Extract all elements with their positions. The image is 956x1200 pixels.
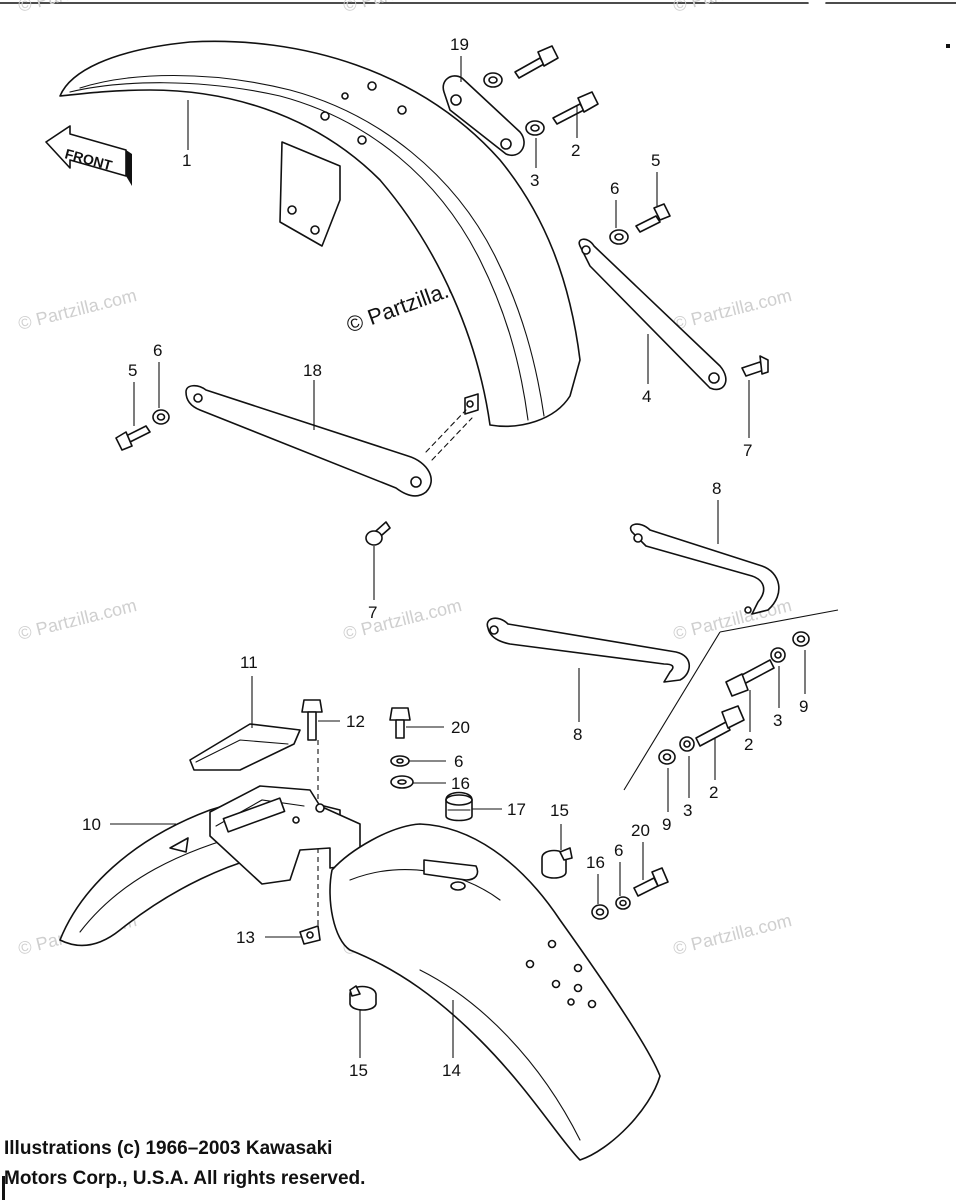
leader-lines: [110, 56, 806, 1058]
hardware-center: [389, 707, 473, 822]
pad-part-11: [189, 723, 301, 771]
watermark: © Partzilla.com: [341, 595, 464, 644]
rear-fender-front-part: [59, 785, 361, 947]
callout-7: 7: [368, 603, 377, 622]
callout-1: 1: [182, 151, 191, 170]
stay-part-8-upper: [629, 523, 780, 615]
watermark: © Partzilla.com: [16, 595, 139, 644]
callout-3: 3: [530, 171, 539, 190]
callout-8: 8: [712, 479, 721, 498]
callout-15: 15: [550, 801, 569, 820]
stay-part-18: [115, 384, 473, 546]
watermark: © Partzilla.com: [671, 285, 794, 334]
callout-4: 4: [642, 387, 651, 406]
callout-2: 2: [709, 783, 718, 802]
callout-5: 5: [128, 361, 137, 380]
callout-19: 19: [450, 35, 469, 54]
stay-part-4: [578, 238, 769, 391]
callout-10: 10: [82, 815, 101, 834]
callout-16: 16: [451, 774, 470, 793]
callout-14: 14: [442, 1061, 461, 1080]
callout-11: 11: [240, 653, 258, 672]
callout-18: 18: [303, 361, 322, 380]
top-border-lines: [0, 2, 956, 48]
callout-13: 13: [236, 928, 255, 947]
callout-2: 2: [744, 735, 753, 754]
watermark: © Partzilla.com: [16, 285, 139, 334]
front-arrow-icon: FRONT: [45, 125, 132, 186]
callout-7: 7: [743, 441, 752, 460]
callout-6: 6: [614, 841, 623, 860]
callout-3: 3: [683, 801, 692, 820]
callout-6: 6: [454, 752, 463, 771]
callout-2: 2: [571, 141, 580, 160]
callout-9: 9: [799, 697, 808, 716]
front-fender-part: [59, 40, 581, 428]
callout-20: 20: [451, 718, 470, 737]
copyright-line: Motors Corp., U.S.A. All rights reserved…: [4, 1168, 366, 1189]
callout-5: 5: [651, 151, 660, 170]
callout-6: 6: [153, 341, 162, 360]
callout-6: 6: [610, 179, 619, 198]
callout-8: 8: [573, 725, 582, 744]
callout-labels: 1 19 2 3 6 5 4 7 5 6 18 7 8 8 2 3 9 2 3 …: [82, 35, 808, 1080]
callout-17: 17: [507, 800, 526, 819]
callout-12: 12: [346, 712, 365, 731]
callout-3: 3: [773, 711, 782, 730]
damper-part-15: [349, 847, 573, 1011]
margin-mark: [2, 1176, 5, 1200]
plate-part-19: [442, 75, 525, 157]
hardware-top: [483, 45, 671, 245]
rear-fender-main-part: [329, 823, 661, 1161]
stay-part-8-lower: [486, 617, 691, 683]
copyright-line: Illustrations (c) 1966–2003 Kawasaki: [4, 1138, 333, 1159]
callout-20: 20: [631, 821, 650, 840]
callout-15: 15: [349, 1061, 368, 1080]
watermark: © Partzilla.com: [671, 910, 794, 959]
callout-16: 16: [586, 853, 605, 872]
hardware-right: [623, 609, 839, 791]
copyright-notice: Illustrations (c) 1966–2003 Kawasaki Mot…: [4, 1134, 644, 1194]
hardware-lower-right: [591, 867, 669, 920]
callout-9: 9: [662, 815, 671, 834]
